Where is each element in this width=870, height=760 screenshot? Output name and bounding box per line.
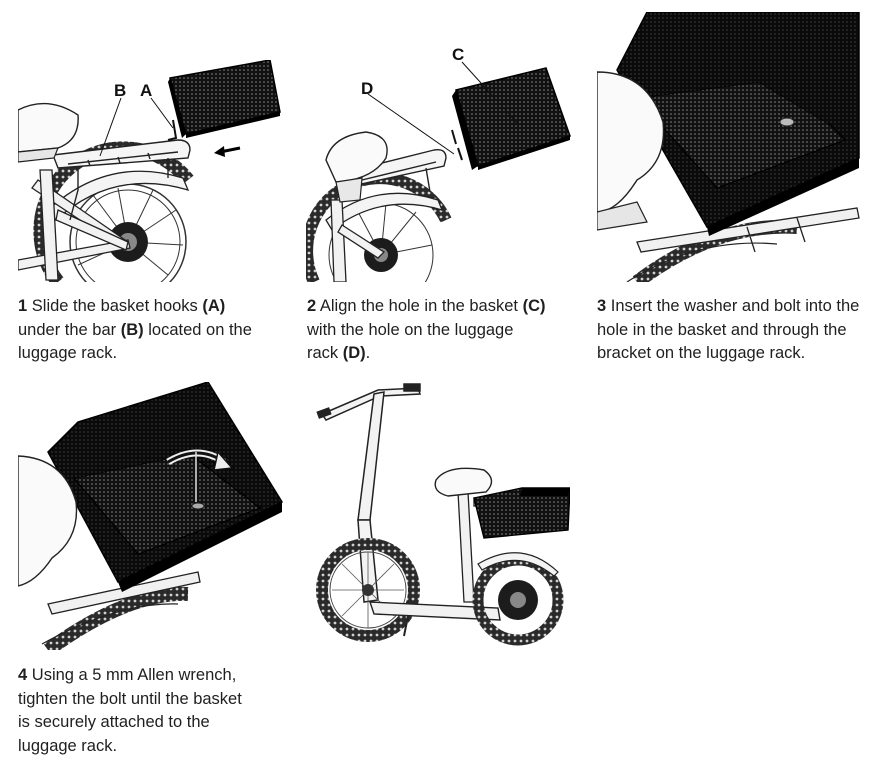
caption-text: hole in the basket and through the [597, 320, 847, 339]
caption-text: under the bar [18, 320, 121, 339]
caption-text: with the hole on the luggage [307, 320, 514, 339]
seat [597, 71, 665, 213]
caption-text: bracket on the luggage rack. [597, 344, 806, 362]
fender [47, 170, 190, 221]
reference-label: (D) [342, 344, 366, 362]
caption-text: . [365, 344, 371, 362]
caption-line: with the hole on the luggage [307, 319, 592, 343]
frame [18, 169, 131, 281]
bolt [191, 502, 205, 510]
caption-text: Using a 5 mm Allen wrench, [27, 666, 237, 684]
step-4-illustration [18, 382, 286, 650]
basket [168, 60, 281, 138]
caption-line: bracket on the luggage rack. [597, 342, 867, 366]
caption-text: is securely attached to the [18, 713, 210, 731]
step-1-illustration: B A [18, 60, 293, 282]
step-4-caption: 4 Using a 5 mm Allen wrench,tighten the … [18, 664, 303, 758]
rotate-clockwise-icon [166, 449, 234, 502]
caption-line: 2 Align the hole in the basket (C) [307, 295, 592, 319]
caption-line: is securely attached to the [18, 711, 303, 735]
washer [779, 117, 795, 127]
step-1-caption: 1 Slide the basket hooks (A)under the ba… [18, 295, 303, 366]
label-b: B [114, 81, 126, 100]
luggage-rack [52, 139, 191, 221]
step-2-caption: 2 Align the hole in the basket (C)with t… [307, 295, 592, 366]
step-number: 1 [18, 297, 28, 315]
caption-line: luggage rack. [18, 735, 303, 759]
caption-line: tighten the bolt until the basket [18, 688, 303, 712]
caption-line: 4 Using a 5 mm Allen wrench, [18, 664, 303, 688]
caption-text: tighten the bolt until the basket [18, 689, 242, 708]
caption-text: Align the hole in the basket [316, 297, 523, 315]
reference-label: (B) [120, 320, 144, 339]
caption-line: 3 Insert the washer and bolt into the [597, 295, 867, 319]
reference-label: (A) [202, 297, 226, 315]
basket-hook [167, 119, 178, 141]
caption-text: Insert the washer and bolt into the [606, 297, 860, 315]
basket [473, 487, 570, 539]
caption-line: 1 Slide the basket hooks (A) [18, 295, 303, 319]
step-2-illustration: D C [306, 40, 581, 282]
front-wheel [316, 538, 420, 642]
step-number: 3 [597, 297, 607, 315]
caption-line: luggage rack. [18, 342, 303, 366]
label-c: C [452, 45, 464, 64]
direction-arrow-icon [214, 146, 241, 157]
label-a: A [140, 81, 152, 100]
caption-text: Slide the basket hooks [27, 297, 203, 315]
step-number: 4 [18, 666, 28, 684]
caption-line: rack (D). [307, 342, 592, 366]
label-d: D [361, 79, 373, 98]
caption-text: located on the [143, 320, 252, 339]
caption-text: luggage rack. [18, 736, 118, 755]
step-3-illustration [597, 12, 863, 282]
assembled-scooter-illustration [308, 380, 570, 650]
seat [18, 102, 79, 153]
step-number: 2 [307, 297, 317, 315]
caption-line: under the bar (B) located on the [18, 319, 303, 343]
reference-label: (C) [522, 297, 546, 315]
rear-wheel [472, 554, 564, 646]
caption-text: luggage rack. [18, 344, 118, 362]
caption-line: hole in the basket and through the [597, 319, 867, 343]
caption-text: rack [307, 344, 343, 362]
